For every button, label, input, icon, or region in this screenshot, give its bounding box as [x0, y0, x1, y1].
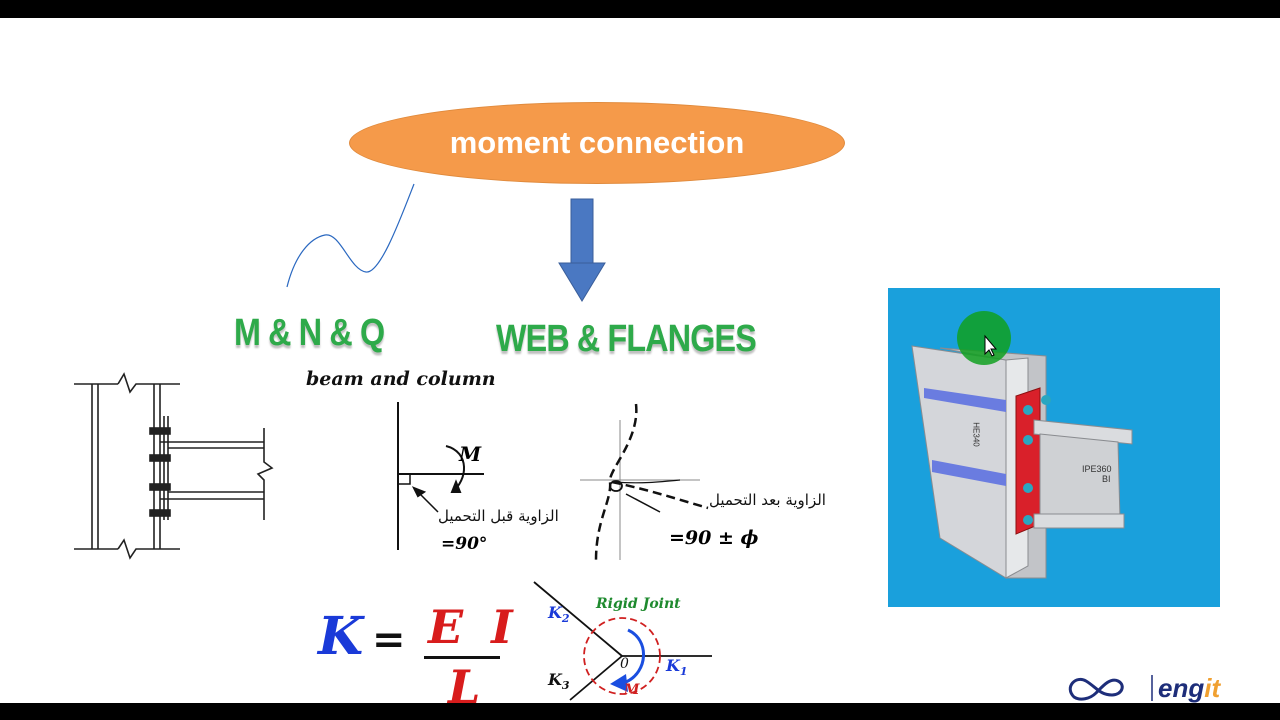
k1-label: K1	[666, 656, 688, 679]
rigid-joint-title: Rigid Joint	[596, 596, 681, 612]
k2-label: K2	[548, 603, 570, 626]
connection-3d-model: IPE360 BI HE340	[888, 288, 1220, 607]
beam-id-label: BI	[1102, 474, 1111, 484]
bottom-letterbox	[0, 703, 1280, 720]
label-mnq: M & N & Q	[234, 312, 385, 354]
joint-center-label: 0	[620, 656, 629, 672]
pen-squiggle	[286, 183, 415, 288]
connection-drawing	[74, 372, 274, 560]
angle-before-caption: الزاوية قبل التحميل	[438, 507, 559, 525]
formula-equals: =	[372, 616, 406, 663]
slide-title: moment connection	[449, 125, 745, 160]
k3-label: K3	[548, 670, 570, 693]
formula-k: K	[318, 606, 364, 667]
joint-after-drawing	[580, 403, 709, 561]
logo-eng: eng	[1158, 672, 1205, 703]
logo-it: it	[1204, 672, 1221, 703]
column-section-label: HE340	[971, 422, 981, 447]
down-arrow-icon	[558, 198, 606, 302]
angle-after-caption: الزاوية بعد التحميل	[709, 491, 826, 509]
beam-column-caption: beam and column	[306, 368, 496, 390]
joint-before-drawing	[397, 402, 484, 550]
infinity-logo-icon	[1068, 675, 1153, 701]
label-web-flanges: WEB & FLANGES	[496, 318, 757, 360]
beam-section-label: IPE360	[1082, 464, 1112, 474]
fraction-bar	[424, 656, 500, 659]
moment-m-label: M	[624, 682, 640, 698]
formula-numerator: E I	[428, 600, 519, 654]
angle-before-value: =90°	[441, 534, 488, 554]
rigid-joint-diagram	[533, 581, 712, 701]
title-ellipse: moment connection	[349, 102, 845, 184]
angle-after-value: =90 ± ϕ	[669, 527, 759, 549]
top-letterbox	[0, 0, 1280, 18]
moment-symbol: M	[459, 442, 482, 466]
model-drawing	[911, 311, 1133, 579]
